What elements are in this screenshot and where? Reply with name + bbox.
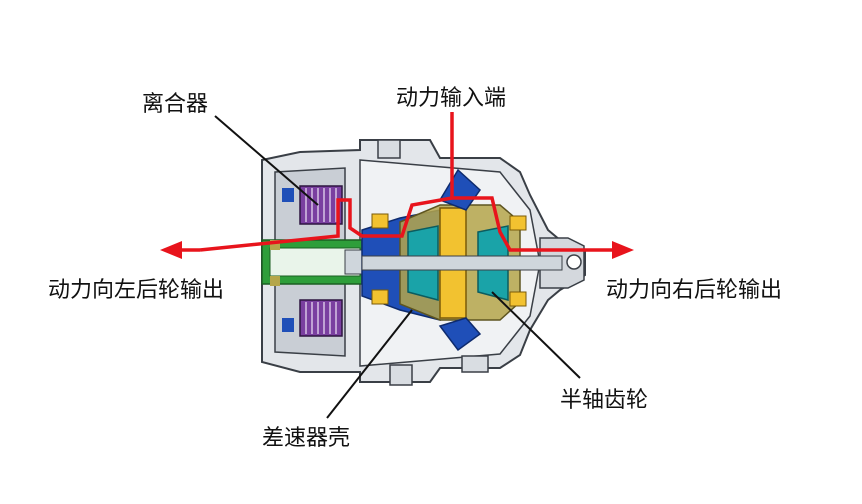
- right-arrow-head: [612, 241, 634, 259]
- leader-side-gear: [491, 291, 581, 379]
- label-left-output: 动力向左后轮输出: [48, 278, 225, 303]
- left-seals: [270, 188, 294, 332]
- left-arrow-head: [160, 241, 182, 259]
- label-power-input: 动力输入端: [396, 86, 507, 111]
- clutch-pack-upper: [299, 185, 343, 225]
- label-diff-housing: 差速器壳: [262, 426, 351, 451]
- clutch-pack-lower: [299, 299, 343, 337]
- leader-lines: [214, 115, 581, 419]
- label-right-output: 动力向右后轮输出: [606, 278, 783, 303]
- through-shaft: [361, 255, 563, 271]
- label-side-gear: 半轴齿轮: [560, 388, 649, 413]
- leader-diff-housing: [326, 309, 413, 419]
- label-clutch: 离合器: [142, 92, 209, 117]
- leader-clutch: [214, 115, 319, 206]
